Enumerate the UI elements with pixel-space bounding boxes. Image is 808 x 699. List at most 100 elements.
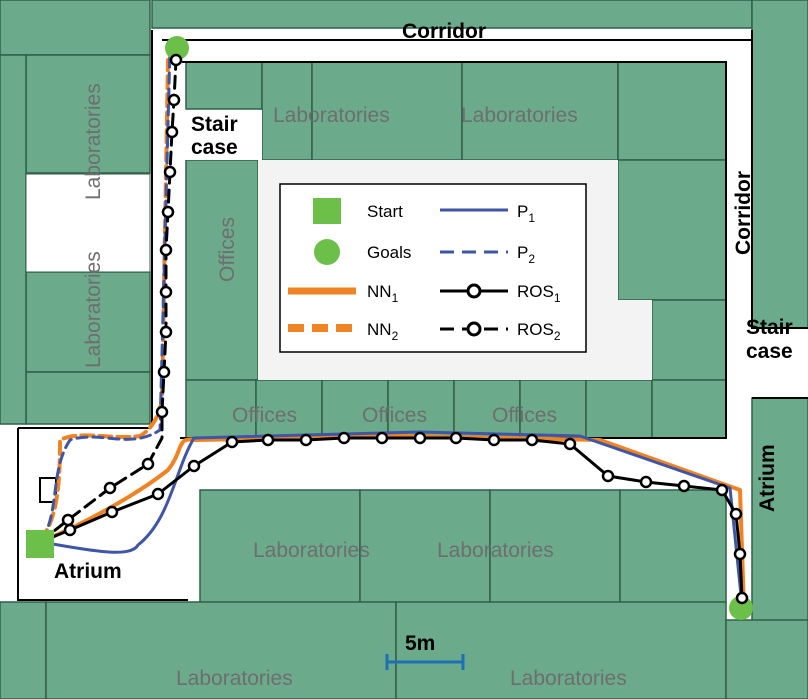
ros-marker xyxy=(337,431,351,445)
label-stair-right-1: Stair xyxy=(746,316,793,339)
legend-p2-label: P2 xyxy=(517,243,535,266)
stair-case-box xyxy=(182,110,262,160)
ros-marker xyxy=(61,513,75,527)
legend-p1-label: P1 xyxy=(517,202,535,225)
courtyard xyxy=(618,300,652,380)
label-lab-mid-2: Laboratories xyxy=(437,539,554,562)
ros-marker xyxy=(299,433,313,447)
ros-marker xyxy=(167,93,181,107)
room xyxy=(725,619,808,699)
label-lab-left-bottom: Laboratories xyxy=(82,251,105,368)
ros-markers xyxy=(61,93,747,561)
ros-marker xyxy=(487,433,501,447)
ros-marker xyxy=(155,405,169,419)
room xyxy=(651,299,727,381)
legend-nn1-label: NN1 xyxy=(367,282,399,305)
room xyxy=(45,601,397,699)
scale-bar-label: 5m xyxy=(405,632,435,655)
label-offices-1: Offices xyxy=(232,404,297,427)
goal-marker-top-ros xyxy=(169,53,183,67)
trajectories xyxy=(38,46,746,612)
ros-marker xyxy=(715,483,729,497)
room xyxy=(617,61,727,161)
room xyxy=(321,379,389,439)
ros-marker xyxy=(159,285,173,299)
ros-marker xyxy=(375,431,389,445)
label-lab-bottom-1: Laboratories xyxy=(176,667,293,690)
label-lab-bottom-2: Laboratories xyxy=(510,667,627,690)
label-stair-left-1: Stair xyxy=(191,113,238,136)
legend-start-swatch xyxy=(313,198,341,224)
start-marker xyxy=(26,530,54,558)
label-lab-mid-1: Laboratories xyxy=(253,539,370,562)
walls xyxy=(17,30,808,601)
room xyxy=(199,489,361,604)
room xyxy=(489,489,621,604)
ros-marker xyxy=(157,365,171,379)
ros-marker xyxy=(187,459,201,473)
label-stair-left-2: case xyxy=(191,136,238,159)
legend-goal-swatch xyxy=(314,239,340,265)
label-offices-vertical: Offices xyxy=(216,217,239,282)
label-atrium-right: Atrium xyxy=(756,444,779,512)
ros-marker xyxy=(449,431,463,445)
label-lab-top-1: Laboratories xyxy=(273,104,390,127)
open-area xyxy=(25,173,151,273)
room xyxy=(751,0,808,329)
legend-goals-label: Goals xyxy=(367,243,411,262)
ros-marker xyxy=(163,165,177,179)
room xyxy=(395,601,727,699)
room xyxy=(619,489,727,604)
label-stair-right-2: case xyxy=(746,340,793,363)
room xyxy=(651,379,727,439)
legend-ros1-label: ROS1 xyxy=(517,282,561,305)
ros-marker xyxy=(165,125,179,139)
goal-marker-bottom xyxy=(729,596,753,620)
p1-path xyxy=(38,430,744,607)
room xyxy=(185,379,257,439)
label-atrium-left: Atrium xyxy=(54,560,122,583)
room xyxy=(617,159,727,301)
legend: Start Goals NN1 NN2 P1 P2 ROS1 ROS2 xyxy=(279,183,587,353)
ros-marker xyxy=(261,433,275,447)
ros-marker xyxy=(729,507,743,521)
ros-marker xyxy=(677,479,691,493)
ros-marker xyxy=(413,431,427,445)
room xyxy=(0,601,47,699)
label-offices-2: Offices xyxy=(362,404,427,427)
ros-marker xyxy=(141,457,155,471)
room xyxy=(0,54,27,425)
ros-marker xyxy=(105,505,119,519)
ros-marker xyxy=(63,523,77,537)
scale-bar: 5m xyxy=(385,632,465,670)
ros-marker xyxy=(161,205,175,219)
ros-marker xyxy=(159,325,173,339)
ros-marker xyxy=(225,435,239,449)
room xyxy=(585,379,653,439)
room xyxy=(185,61,263,110)
ros1-path xyxy=(38,436,744,600)
legend-ros2-marker xyxy=(466,321,482,337)
legend-ros2-label: ROS2 xyxy=(517,320,561,343)
room xyxy=(0,0,151,56)
room xyxy=(387,379,455,439)
room xyxy=(185,159,259,381)
ros-marker xyxy=(563,437,577,451)
ros-marker xyxy=(733,547,747,561)
atrium-feature xyxy=(39,477,57,503)
ros-marker xyxy=(159,243,173,257)
legend-start-label: Start xyxy=(367,202,403,221)
legend-ros1-marker xyxy=(466,283,482,299)
ros-marker xyxy=(601,469,615,483)
label-corridor-right: Corridor xyxy=(732,171,755,255)
ros-marker xyxy=(151,487,165,501)
label-corridor-top: Corridor xyxy=(402,20,486,43)
label-lab-left-top: Laboratories xyxy=(82,83,105,200)
nn2-path xyxy=(38,58,170,542)
goal-marker-top xyxy=(165,36,189,60)
ros-marker xyxy=(639,475,653,489)
ros-marker xyxy=(103,481,117,495)
goal-marker-bottom-ros xyxy=(735,591,749,605)
